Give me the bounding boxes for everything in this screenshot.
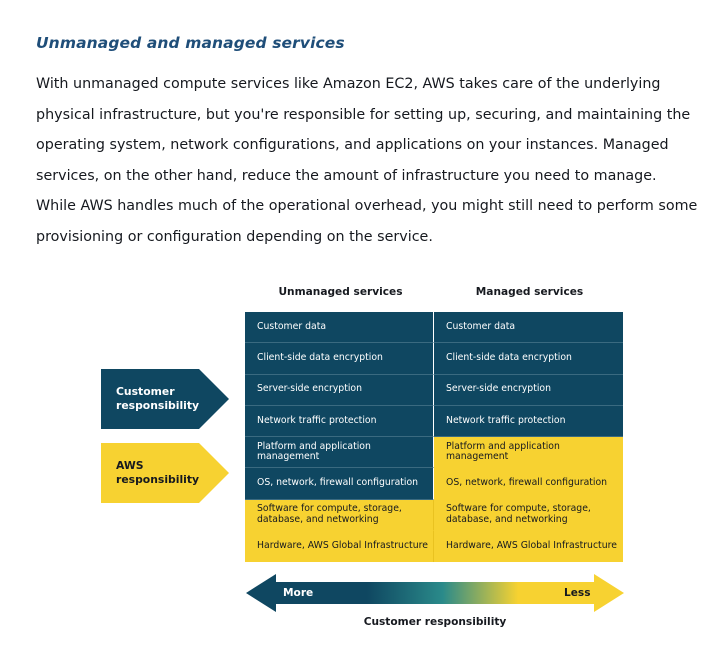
customer-arrow-shape bbox=[101, 369, 229, 429]
column-header-unmanaged: Unmanaged services bbox=[278, 286, 403, 298]
column-header-managed: Managed services bbox=[475, 286, 584, 298]
grid-cell-managed: Software for compute, storage, database,… bbox=[434, 499, 623, 531]
grid-cell-managed: OS, network, firewall configuration bbox=[434, 468, 623, 500]
scale-more-label: More bbox=[283, 587, 314, 599]
section-paragraph: With unmanaged compute services like Ama… bbox=[36, 76, 698, 245]
grid-cell-managed: Platform and application management bbox=[434, 437, 623, 469]
scale-caption: Customer responsibility bbox=[363, 616, 507, 628]
aws-responsibility-arrow: AWS responsibility bbox=[101, 443, 229, 503]
grid-cell-unmanaged: Software for compute, storage, database,… bbox=[245, 499, 434, 531]
grid-cell-managed: Customer data bbox=[434, 312, 623, 344]
responsibility-scale: More Less bbox=[246, 574, 624, 612]
grid-cell-managed: Hardware, AWS Global Infrastructure bbox=[434, 530, 623, 562]
grid-cell-unmanaged: Network traffic protection bbox=[245, 405, 434, 437]
section-heading: Unmanaged and managed services bbox=[36, 34, 345, 52]
grid-cell-unmanaged: OS, network, firewall configuration bbox=[245, 468, 434, 500]
grid-cell-managed: Network traffic protection bbox=[434, 405, 623, 437]
aws-responsibility-label: AWS responsibility bbox=[116, 459, 200, 486]
grid-cell-unmanaged: Platform and application management bbox=[245, 437, 434, 469]
grid-cell-unmanaged: Client-side data encryption bbox=[245, 343, 434, 375]
double-arrow-icon bbox=[246, 574, 624, 612]
customer-responsibility-label: Customer responsibility bbox=[116, 385, 200, 412]
grid-cell-unmanaged: Hardware, AWS Global Infrastructure bbox=[245, 530, 434, 562]
grid-cell-unmanaged: Customer data bbox=[245, 312, 434, 344]
grid-cell-managed: Server-side encryption bbox=[434, 374, 623, 406]
scale-less-label: Less bbox=[564, 587, 591, 599]
grid-cell-unmanaged: Server-side encryption bbox=[245, 374, 434, 406]
customer-responsibility-arrow: Customer responsibility bbox=[101, 369, 229, 429]
aws-arrow-shape bbox=[101, 443, 229, 503]
grid-cell-managed: Client-side data encryption bbox=[434, 343, 623, 375]
